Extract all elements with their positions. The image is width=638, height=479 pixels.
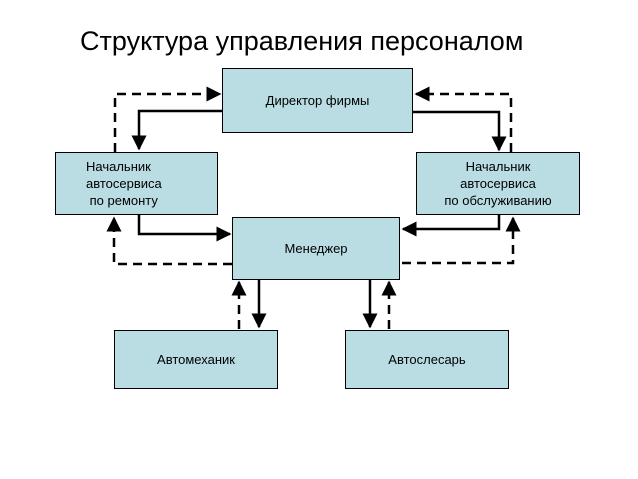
node-locksmith: Автослесарь bbox=[345, 330, 509, 389]
arrow-director-to-chief-repair bbox=[131, 109, 222, 151]
node-chief-repair: Начальник автосервиса по ремонту bbox=[55, 152, 218, 215]
feedback-manager-to-chief-repair bbox=[106, 216, 232, 266]
arrow-director-to-chief-service bbox=[413, 110, 507, 152]
node-director-label: Директор фирмы bbox=[265, 93, 370, 108]
diagram-title: Структура управления персоналом bbox=[80, 26, 524, 56]
node-mechanic-label: Автомеханик bbox=[157, 352, 235, 367]
node-chief-service: Начальник автосервиса по обслуживанию bbox=[416, 152, 580, 215]
node-chief-repair-label: Начальник автосервиса по ремонту bbox=[86, 159, 162, 208]
node-manager-label: Менеджер bbox=[284, 241, 348, 256]
feedback-chief-repair-to-director bbox=[113, 86, 222, 152]
arrow-chief-repair-to-manager bbox=[137, 215, 232, 242]
node-manager: Менеджер bbox=[232, 217, 400, 280]
node-director: Директор фирмы bbox=[222, 68, 413, 133]
node-mechanic: Автомеханик bbox=[114, 330, 278, 389]
node-locksmith-label: Автослесарь bbox=[388, 352, 466, 367]
node-chief-service-label: Начальник автосервиса по обслуживанию bbox=[444, 159, 552, 208]
arrow-chief-service-to-manager bbox=[401, 215, 501, 237]
feedback-manager-to-chief-service bbox=[402, 216, 521, 265]
feedback-chief-service-to-director bbox=[414, 86, 513, 152]
